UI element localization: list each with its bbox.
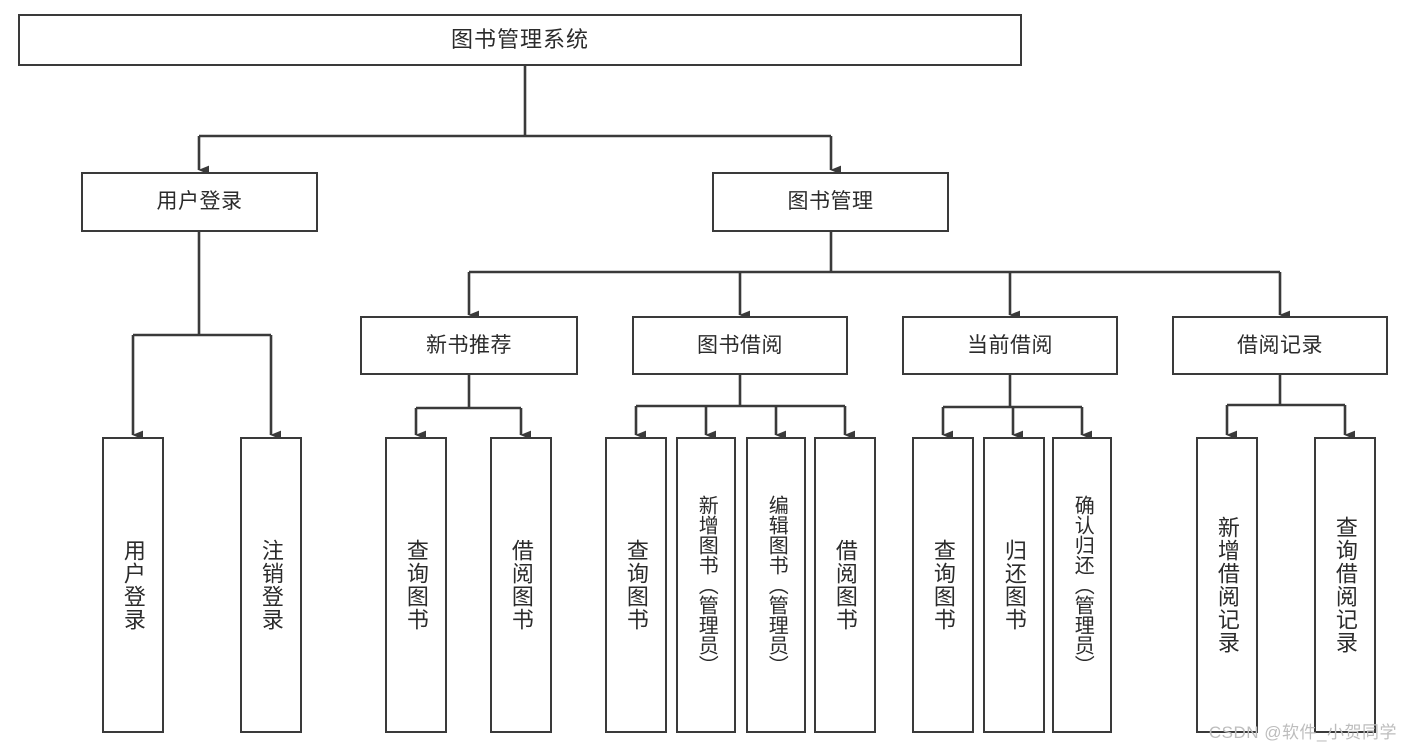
node-current-borrow[interactable]: 当前借阅 [902, 316, 1118, 375]
node-leaf-query-books-current[interactable]: 查询图书 [912, 437, 974, 733]
node-leaf-query-books-borrow-label: 查询图书 [623, 539, 649, 631]
node-leaf-user-login[interactable]: 用户登录 [102, 437, 164, 733]
node-leaf-return-books-label: 归还图书 [1001, 539, 1027, 631]
node-leaf-query-books-recommend-label: 查询图书 [403, 539, 429, 631]
node-leaf-borrow-books-recommend-label: 借阅图书 [508, 539, 534, 631]
node-leaf-confirm-return-label: 确认归还（管理员） [1071, 495, 1094, 675]
node-book-borrow[interactable]: 图书借阅 [632, 316, 848, 375]
node-borrow-records[interactable]: 借阅记录 [1172, 316, 1388, 375]
node-leaf-add-book[interactable]: 新增图书（管理员） [676, 437, 736, 733]
node-root[interactable]: 图书管理系统 [18, 14, 1022, 66]
node-leaf-query-books-borrow[interactable]: 查询图书 [605, 437, 667, 733]
node-leaf-borrow-books-recommend[interactable]: 借阅图书 [490, 437, 552, 733]
node-new-book-recommend[interactable]: 新书推荐 [360, 316, 578, 375]
node-leaf-add-borrow-record[interactable]: 新增借阅记录 [1196, 437, 1258, 733]
node-user-login[interactable]: 用户登录 [81, 172, 318, 232]
node-leaf-query-borrow-record[interactable]: 查询借阅记录 [1314, 437, 1376, 733]
node-book-management[interactable]: 图书管理 [712, 172, 949, 232]
node-new-book-recommend-label: 新书推荐 [426, 333, 512, 357]
node-leaf-query-books-current-label: 查询图书 [930, 539, 956, 631]
node-leaf-add-book-label: 新增图书（管理员） [695, 495, 718, 675]
node-leaf-query-borrow-record-label: 查询借阅记录 [1332, 516, 1358, 654]
node-leaf-add-borrow-record-label: 新增借阅记录 [1214, 516, 1240, 654]
node-leaf-user-login-label: 用户登录 [120, 539, 146, 631]
node-leaf-return-books[interactable]: 归还图书 [983, 437, 1045, 733]
node-book-management-label: 图书管理 [787, 190, 874, 214]
node-root-label: 图书管理系统 [450, 26, 589, 52]
node-leaf-query-books-recommend[interactable]: 查询图书 [385, 437, 447, 733]
node-leaf-borrow-books[interactable]: 借阅图书 [814, 437, 876, 733]
node-leaf-logout[interactable]: 注销登录 [240, 437, 302, 733]
node-leaf-edit-book[interactable]: 编辑图书（管理员） [746, 437, 806, 733]
node-book-borrow-label: 图书借阅 [697, 333, 783, 357]
node-leaf-borrow-books-label: 借阅图书 [832, 539, 858, 631]
node-leaf-edit-book-label: 编辑图书（管理员） [765, 495, 788, 675]
node-user-login-label: 用户登录 [156, 190, 243, 214]
watermark: CSDN @软件_小贺同学 [1208, 723, 1397, 742]
node-leaf-logout-label: 注销登录 [258, 539, 284, 631]
node-current-borrow-label: 当前借阅 [967, 333, 1053, 357]
node-borrow-records-label: 借阅记录 [1237, 333, 1323, 357]
node-leaf-confirm-return[interactable]: 确认归还（管理员） [1052, 437, 1112, 733]
